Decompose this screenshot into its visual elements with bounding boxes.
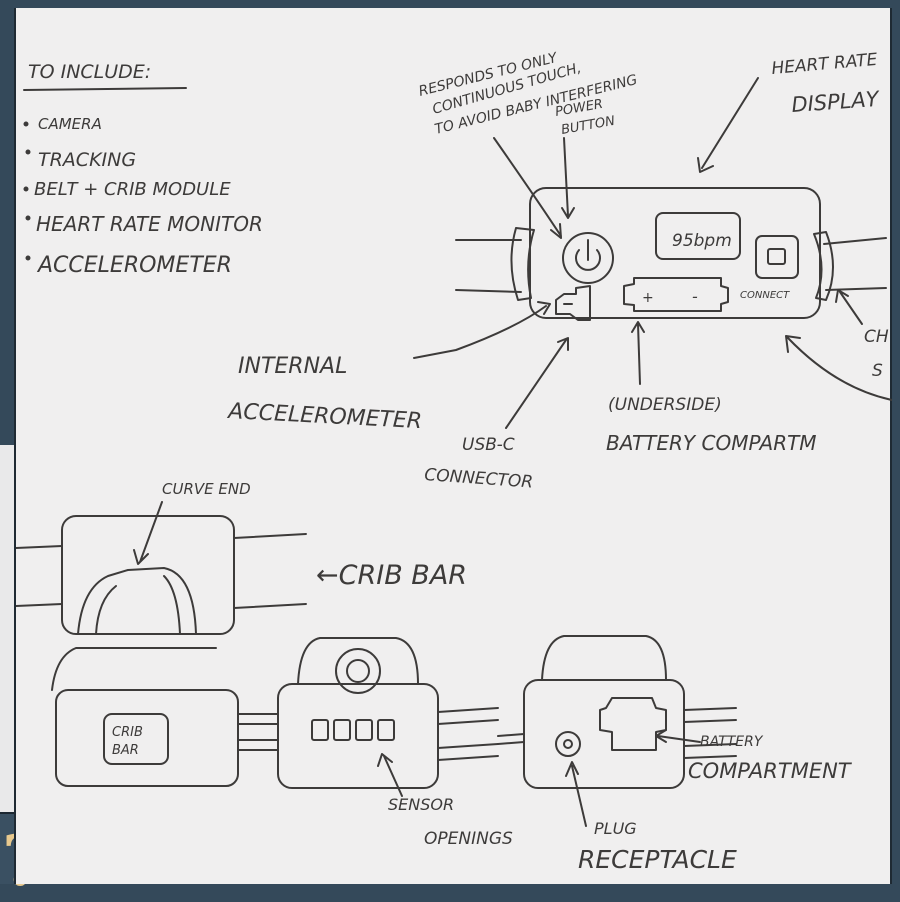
power-icon bbox=[575, 239, 601, 271]
crib-bar-rails bbox=[16, 533, 307, 609]
battery-label-line-2: BATTERY COMPARTM bbox=[606, 431, 817, 455]
note-item-heart-rate: HEART RATE MONITOR bbox=[36, 212, 263, 236]
plug-arrow bbox=[565, 761, 587, 827]
bullet-2 bbox=[25, 149, 31, 155]
notes-heading-underline bbox=[23, 87, 187, 91]
strap-arrow bbox=[835, 289, 863, 325]
battery-label-line-1: (UNDERSIDE) bbox=[608, 395, 722, 415]
connect-button bbox=[755, 235, 799, 279]
note-item-camera: CAMERA bbox=[38, 115, 102, 133]
plug-receptacle-outer bbox=[555, 731, 581, 757]
sensor-opening-3 bbox=[355, 719, 373, 741]
connect-arrow bbox=[785, 335, 892, 401]
view-1-top bbox=[51, 647, 217, 691]
plug-receptacle-inner bbox=[563, 739, 573, 749]
sketch-canvas: TO INCLUDE: CAMERA TRACKING BELT + CRIB … bbox=[16, 50, 892, 874]
usb-label-line-1: USB-C bbox=[462, 435, 515, 455]
view-1-inner-label-1: CRIB bbox=[112, 725, 143, 740]
view-2-connector bbox=[437, 707, 499, 761]
sensor-label-line-1: SENSOR bbox=[388, 795, 454, 814]
bullet-5 bbox=[25, 255, 31, 261]
view-3-left-rails bbox=[497, 733, 525, 745]
camera-lens-inner bbox=[346, 659, 370, 683]
view-battery-arrow bbox=[655, 729, 701, 743]
battery-minus: - bbox=[692, 287, 698, 306]
bullet-1 bbox=[23, 121, 29, 127]
curve-end-label: CURVE END bbox=[162, 480, 251, 498]
sensor-opening-1 bbox=[311, 719, 329, 741]
sensor-arrow bbox=[377, 753, 403, 797]
sensor-opening-4 bbox=[377, 719, 395, 741]
bullet-3 bbox=[23, 186, 29, 192]
view-battery-label-1: BATTERY bbox=[700, 734, 764, 750]
power-label-arrow bbox=[561, 137, 575, 219]
crib-bar-label: ←CRIB BAR bbox=[316, 560, 467, 591]
sketch-paper: TO INCLUDE: CAMERA TRACKING BELT + CRIB … bbox=[14, 8, 892, 884]
power-button bbox=[562, 232, 614, 284]
view-battery-label-2: COMPARTMENT bbox=[688, 759, 853, 783]
connect-label: CONNECT bbox=[740, 290, 790, 301]
heart-display-arrow bbox=[697, 77, 759, 173]
view-3-top bbox=[541, 635, 667, 681]
battery-plus: + bbox=[642, 290, 654, 306]
plug-label-line-1: PLUG bbox=[594, 819, 637, 838]
accelerometer-arrow bbox=[413, 301, 551, 359]
background-window-edge bbox=[0, 445, 16, 815]
curve-end-arrow bbox=[133, 501, 163, 565]
strap-label-line-1: CH bbox=[864, 327, 889, 347]
battery-arrow bbox=[631, 321, 645, 385]
crib-module-body bbox=[61, 515, 235, 635]
view-2-body bbox=[277, 683, 439, 789]
usb-label-line-2: CONNECTOR bbox=[424, 465, 534, 493]
connect-icon bbox=[767, 248, 786, 265]
battery-compartment bbox=[623, 277, 729, 312]
left-strap bbox=[455, 239, 522, 293]
heart-display-label-line-1: HEART RATE bbox=[771, 50, 879, 79]
accelerometer-label-line-1: INTERNAL bbox=[238, 354, 347, 379]
note-item-belt-crib: BELT + CRIB MODULE bbox=[34, 179, 231, 200]
sensor-opening-2 bbox=[333, 719, 351, 741]
strap-label-line-2: S bbox=[872, 361, 883, 381]
sensor-label-line-2: OPENINGS bbox=[424, 829, 513, 849]
heart-display-label-line-2: DISPLAY bbox=[791, 87, 882, 117]
usb-arrow bbox=[505, 337, 569, 429]
view-3-rails bbox=[683, 707, 737, 759]
bullet-4 bbox=[25, 215, 31, 221]
view-2-top bbox=[297, 637, 419, 685]
camera-lens-outer bbox=[335, 648, 381, 694]
curve-end bbox=[77, 567, 197, 635]
display-value: 95bpm bbox=[672, 231, 732, 251]
device-body bbox=[529, 187, 821, 319]
note-item-accelerometer: ACCELEROMETER bbox=[36, 253, 232, 278]
view-1-inner-bar bbox=[103, 713, 169, 765]
note-item-tracking: TRACKING bbox=[38, 149, 136, 171]
view-1-inner-label-2: BAR bbox=[112, 743, 139, 758]
touch-note-arrow bbox=[493, 137, 562, 239]
notes-heading: TO INCLUDE: bbox=[28, 61, 151, 83]
heart-rate-display bbox=[655, 212, 741, 260]
accelerometer-label-line-2: ACCELEROMETER bbox=[226, 399, 423, 434]
view-3-battery bbox=[599, 697, 667, 751]
view-1-body bbox=[55, 689, 239, 787]
view-1-connector bbox=[237, 713, 279, 751]
accelerometer-chip bbox=[555, 285, 591, 321]
right-strap bbox=[823, 237, 887, 291]
plug-label-line-2: RECEPTACLE bbox=[578, 845, 737, 874]
